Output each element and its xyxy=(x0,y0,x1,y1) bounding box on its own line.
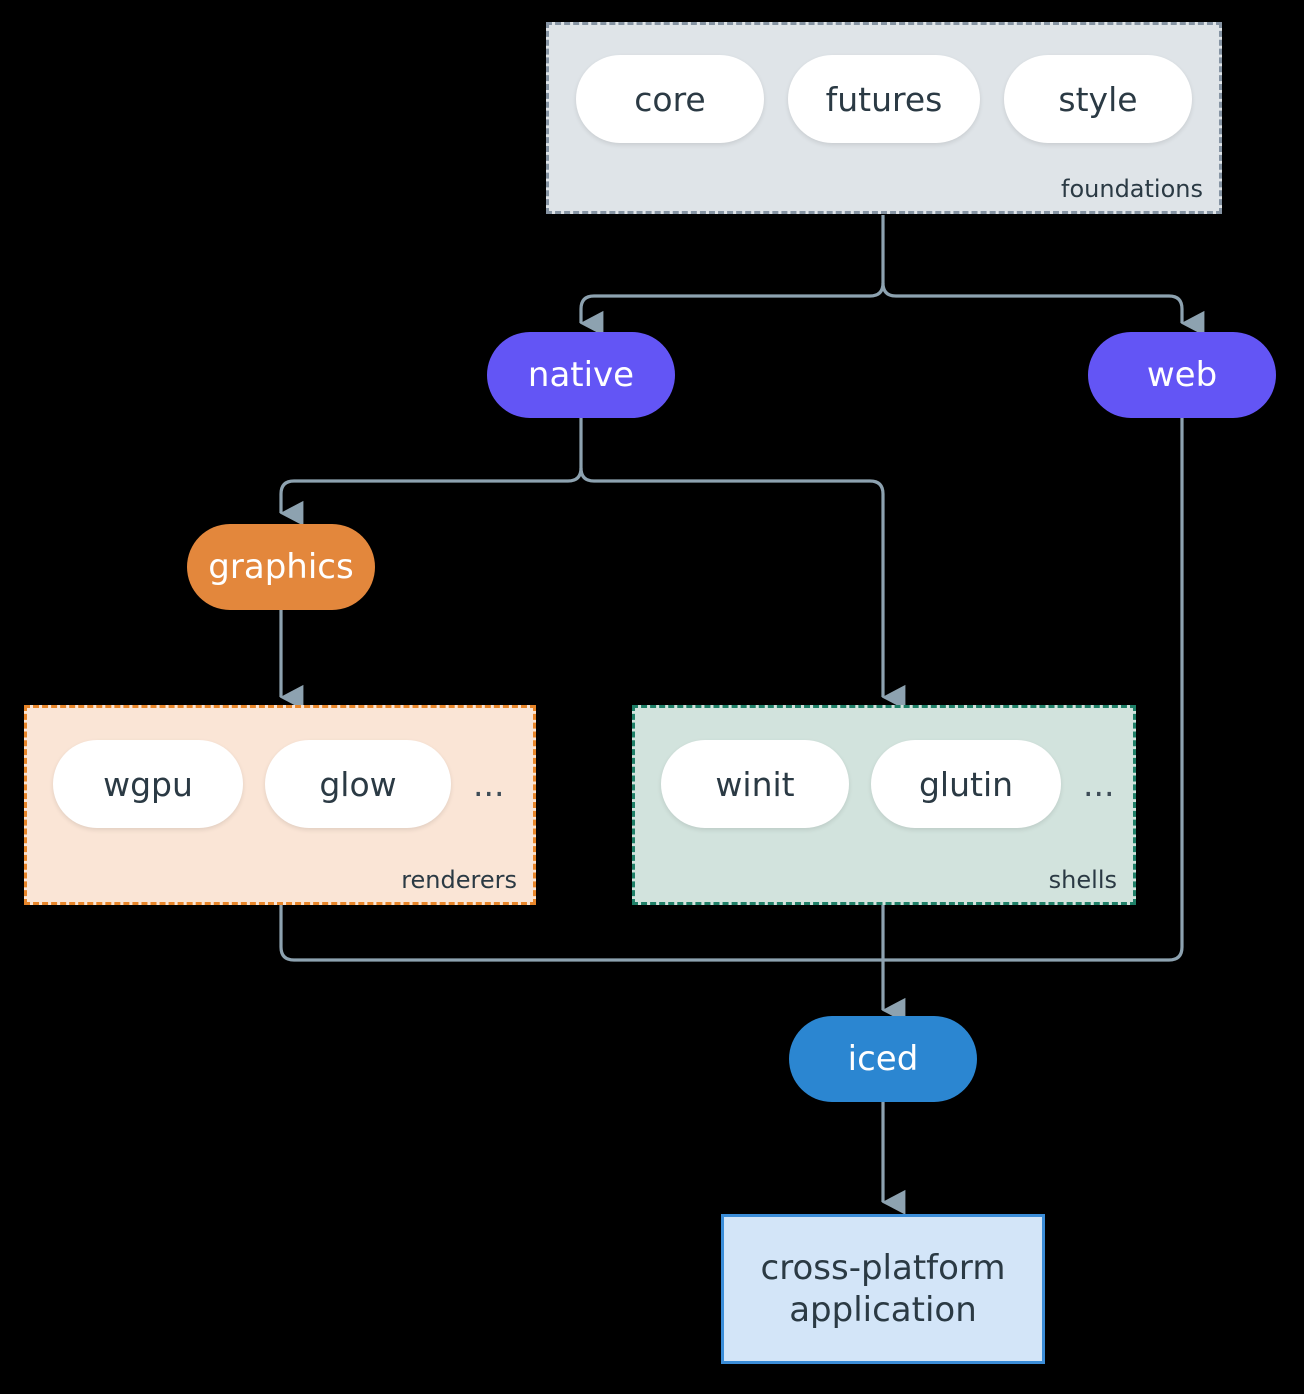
node-cross-platform-application[interactable]: cross-platform application xyxy=(721,1214,1045,1364)
application-label-line2: application xyxy=(789,1290,977,1330)
node-web[interactable]: web xyxy=(1088,332,1276,418)
foundations-item-core-label: core xyxy=(634,79,706,119)
renderers-overflow-ellipsis: ... xyxy=(473,764,505,804)
shells-item-glutin[interactable]: glutin xyxy=(871,740,1061,828)
cluster-shells[interactable]: winit glutin ... shells xyxy=(632,705,1136,905)
node-native-label: native xyxy=(527,355,635,395)
cluster-renderers[interactable]: wgpu glow ... renderers xyxy=(24,705,536,905)
foundations-item-futures-label: futures xyxy=(825,79,943,119)
renderers-item-glow-label: glow xyxy=(319,764,397,804)
shells-item-glutin-label: glutin xyxy=(918,764,1014,804)
renderers-item-wgpu-label: wgpu xyxy=(103,764,193,804)
edge-renderers-iced xyxy=(279,905,883,962)
edge-foundations-web xyxy=(881,282,1205,336)
application-label-line1: cross-platform xyxy=(760,1247,1006,1288)
foundations-item-core[interactable]: core xyxy=(576,55,764,143)
cluster-foundations-label: foundations xyxy=(1061,175,1203,203)
node-graphics-label: graphics xyxy=(208,547,354,587)
edge-foundations-native xyxy=(579,215,885,336)
foundations-item-style[interactable]: style xyxy=(1004,55,1192,143)
foundations-item-futures[interactable]: futures xyxy=(788,55,980,143)
node-iced-label: iced xyxy=(847,1039,919,1079)
cluster-foundations[interactable]: core futures style foundations xyxy=(546,22,1222,214)
renderers-item-wgpu[interactable]: wgpu xyxy=(53,740,243,828)
shells-item-winit[interactable]: winit xyxy=(661,740,849,828)
node-graphics[interactable]: graphics xyxy=(187,524,375,610)
shells-item-winit-label: winit xyxy=(715,764,795,804)
node-iced[interactable]: iced xyxy=(789,1016,977,1102)
edge-native-shells xyxy=(579,467,906,710)
cluster-shells-label: shells xyxy=(1048,866,1117,894)
shells-overflow-ellipsis: ... xyxy=(1083,764,1115,804)
edge-native-graphics xyxy=(279,418,583,526)
renderers-item-glow[interactable]: glow xyxy=(265,740,451,828)
node-web-label: web xyxy=(1146,355,1218,395)
foundations-item-style-label: style xyxy=(1058,79,1138,119)
cluster-renderers-label: renderers xyxy=(401,866,517,894)
node-native[interactable]: native xyxy=(487,332,675,418)
